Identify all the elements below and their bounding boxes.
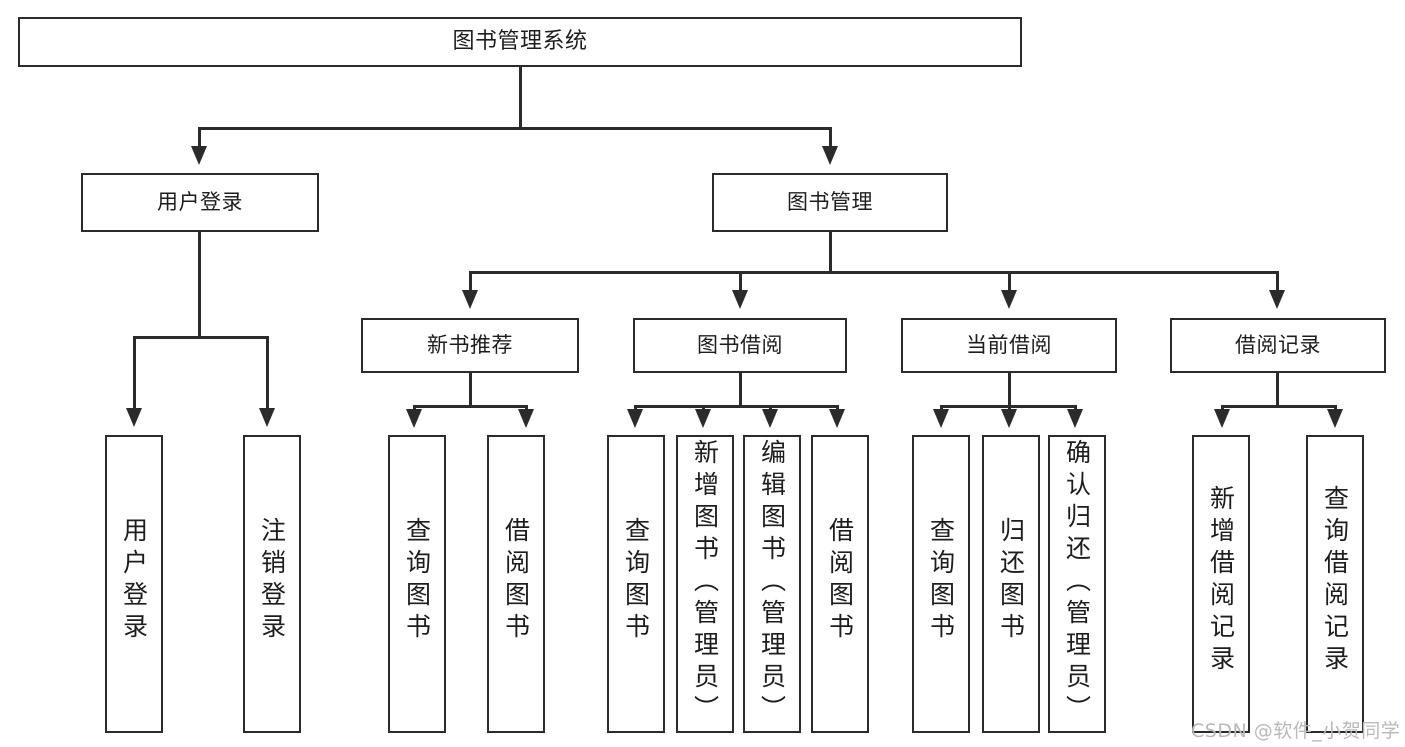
connector-records-bar — [1221, 405, 1337, 408]
leaf-newbook-borrow[interactable]: 借阅图书 — [487, 435, 545, 733]
leaf-logout-label: 注销登录 — [257, 517, 287, 645]
connector-root-stem — [519, 67, 522, 129]
leaf-current-return-label: 归还图书 — [996, 517, 1026, 645]
arrowhead-current-to-a — [933, 409, 949, 428]
connector-current-stem — [1008, 373, 1011, 408]
arrowhead-borrow-to-d — [829, 409, 845, 428]
arrowhead-bookmgmt-to-new — [462, 290, 478, 309]
connector-root-to-bookmgmt — [829, 127, 832, 149]
leaf-borrow-add-label: 新增图书（管理员） — [690, 439, 720, 727]
connector-newbook-stem — [469, 373, 472, 408]
arrowhead-root-to-login — [191, 146, 207, 165]
leaf-borrow-search[interactable]: 查询图书 — [607, 435, 665, 733]
connector-login-to-a — [133, 336, 136, 410]
leaf-records-add-label: 新增借阅记录 — [1206, 485, 1236, 677]
leaf-current-search[interactable]: 查询图书 — [912, 435, 970, 733]
node-new-book-recommend[interactable]: 新书推荐 — [361, 318, 579, 373]
leaf-borrow-book-label: 借阅图书 — [825, 517, 855, 645]
arrowhead-newbook-to-b — [518, 409, 534, 428]
arrowhead-login-to-b — [259, 408, 275, 427]
node-user-login-label: 用户登录 — [157, 190, 243, 215]
connector-newbook-bar — [413, 405, 528, 408]
node-borrow-records-label: 借阅记录 — [1235, 333, 1321, 358]
leaf-newbook-search-label: 查询图书 — [402, 517, 432, 645]
connector-bookmgmt-to-new — [469, 271, 472, 293]
arrowhead-current-to-b — [1001, 409, 1017, 428]
leaf-borrow-book[interactable]: 借阅图书 — [811, 435, 869, 733]
arrowhead-records-to-b — [1327, 409, 1343, 428]
connector-login-stem — [198, 232, 201, 338]
arrowhead-records-to-a — [1214, 409, 1230, 428]
leaf-records-search-label: 查询借阅记录 — [1320, 485, 1350, 677]
leaf-current-search-label: 查询图书 — [926, 517, 956, 645]
node-book-borrow-label: 图书借阅 — [697, 333, 783, 358]
arrowhead-current-to-c — [1067, 409, 1083, 428]
node-book-management-label: 图书管理 — [787, 190, 873, 215]
arrowhead-borrow-to-c — [762, 409, 778, 428]
leaf-records-add[interactable]: 新增借阅记录 — [1192, 435, 1250, 733]
connector-borrow-stem — [739, 373, 742, 408]
node-user-login[interactable]: 用户登录 — [81, 173, 319, 232]
node-book-borrow[interactable]: 图书借阅 — [633, 318, 847, 373]
arrowhead-borrow-to-b — [695, 409, 711, 428]
connector-bookmgmt-to-records — [1276, 271, 1279, 293]
connector-login-to-b — [266, 336, 269, 410]
node-current-borrow-label: 当前借阅 — [966, 333, 1052, 358]
arrowhead-bookmgmt-to-borrow — [732, 290, 748, 309]
leaf-user-login-label: 用户登录 — [119, 517, 149, 645]
leaf-newbook-search[interactable]: 查询图书 — [388, 435, 446, 733]
arrowhead-borrow-to-a — [627, 409, 643, 428]
leaf-current-confirm-return-label: 确认归还（管理员） — [1062, 439, 1092, 727]
connector-bookmgmt-bar — [469, 271, 1279, 274]
connector-bookmgmt-to-current — [1008, 271, 1011, 293]
node-root[interactable]: 图书管理系统 — [18, 17, 1022, 67]
leaf-current-return[interactable]: 归还图书 — [982, 435, 1040, 733]
arrowhead-bookmgmt-to-current — [1001, 290, 1017, 309]
leaf-newbook-borrow-label: 借阅图书 — [501, 517, 531, 645]
arrowhead-root-to-bookmgmt — [822, 146, 838, 165]
leaf-borrow-add[interactable]: 新增图书（管理员） — [676, 435, 734, 733]
arrowhead-bookmgmt-to-records — [1269, 290, 1285, 309]
leaf-current-confirm-return[interactable]: 确认归还（管理员） — [1048, 435, 1106, 733]
connector-bookmgmt-stem — [829, 232, 832, 274]
connector-login-bar — [133, 336, 269, 339]
node-current-borrow[interactable]: 当前借阅 — [901, 318, 1117, 373]
leaf-borrow-edit-label: 编辑图书（管理员） — [757, 439, 787, 727]
connector-root-bar — [198, 127, 832, 130]
leaf-borrow-search-label: 查询图书 — [621, 517, 651, 645]
connector-records-stem — [1276, 373, 1279, 408]
node-borrow-records[interactable]: 借阅记录 — [1170, 318, 1386, 373]
connector-root-to-login — [198, 127, 201, 149]
leaf-user-login[interactable]: 用户登录 — [105, 435, 163, 733]
leaf-logout[interactable]: 注销登录 — [243, 435, 301, 733]
arrowhead-newbook-to-a — [406, 409, 422, 428]
arrowhead-login-to-a — [126, 408, 142, 427]
node-new-book-recommend-label: 新书推荐 — [427, 333, 513, 358]
leaf-records-search[interactable]: 查询借阅记录 — [1306, 435, 1364, 733]
node-root-label: 图书管理系统 — [452, 29, 588, 55]
node-book-management[interactable]: 图书管理 — [712, 173, 948, 232]
connector-borrow-bar — [634, 405, 838, 408]
leaf-borrow-edit[interactable]: 编辑图书（管理员） — [743, 435, 801, 733]
connector-bookmgmt-to-borrow — [739, 271, 742, 293]
